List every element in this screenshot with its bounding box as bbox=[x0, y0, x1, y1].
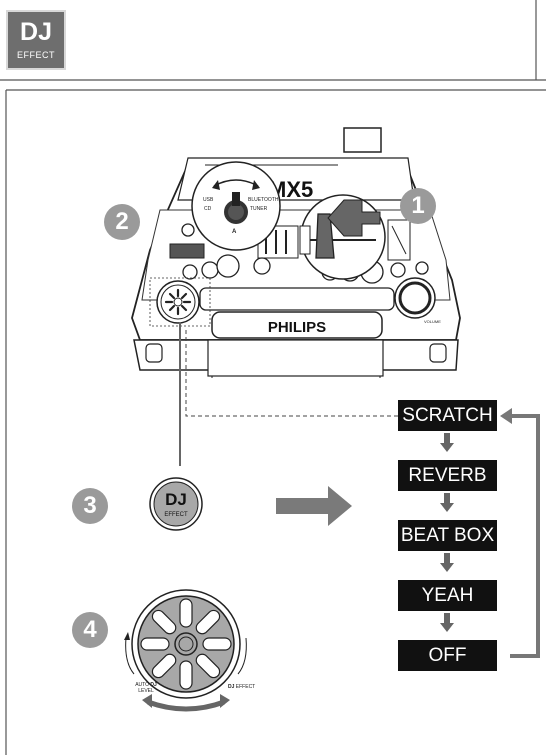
effect-cycle-arrows bbox=[0, 0, 546, 755]
